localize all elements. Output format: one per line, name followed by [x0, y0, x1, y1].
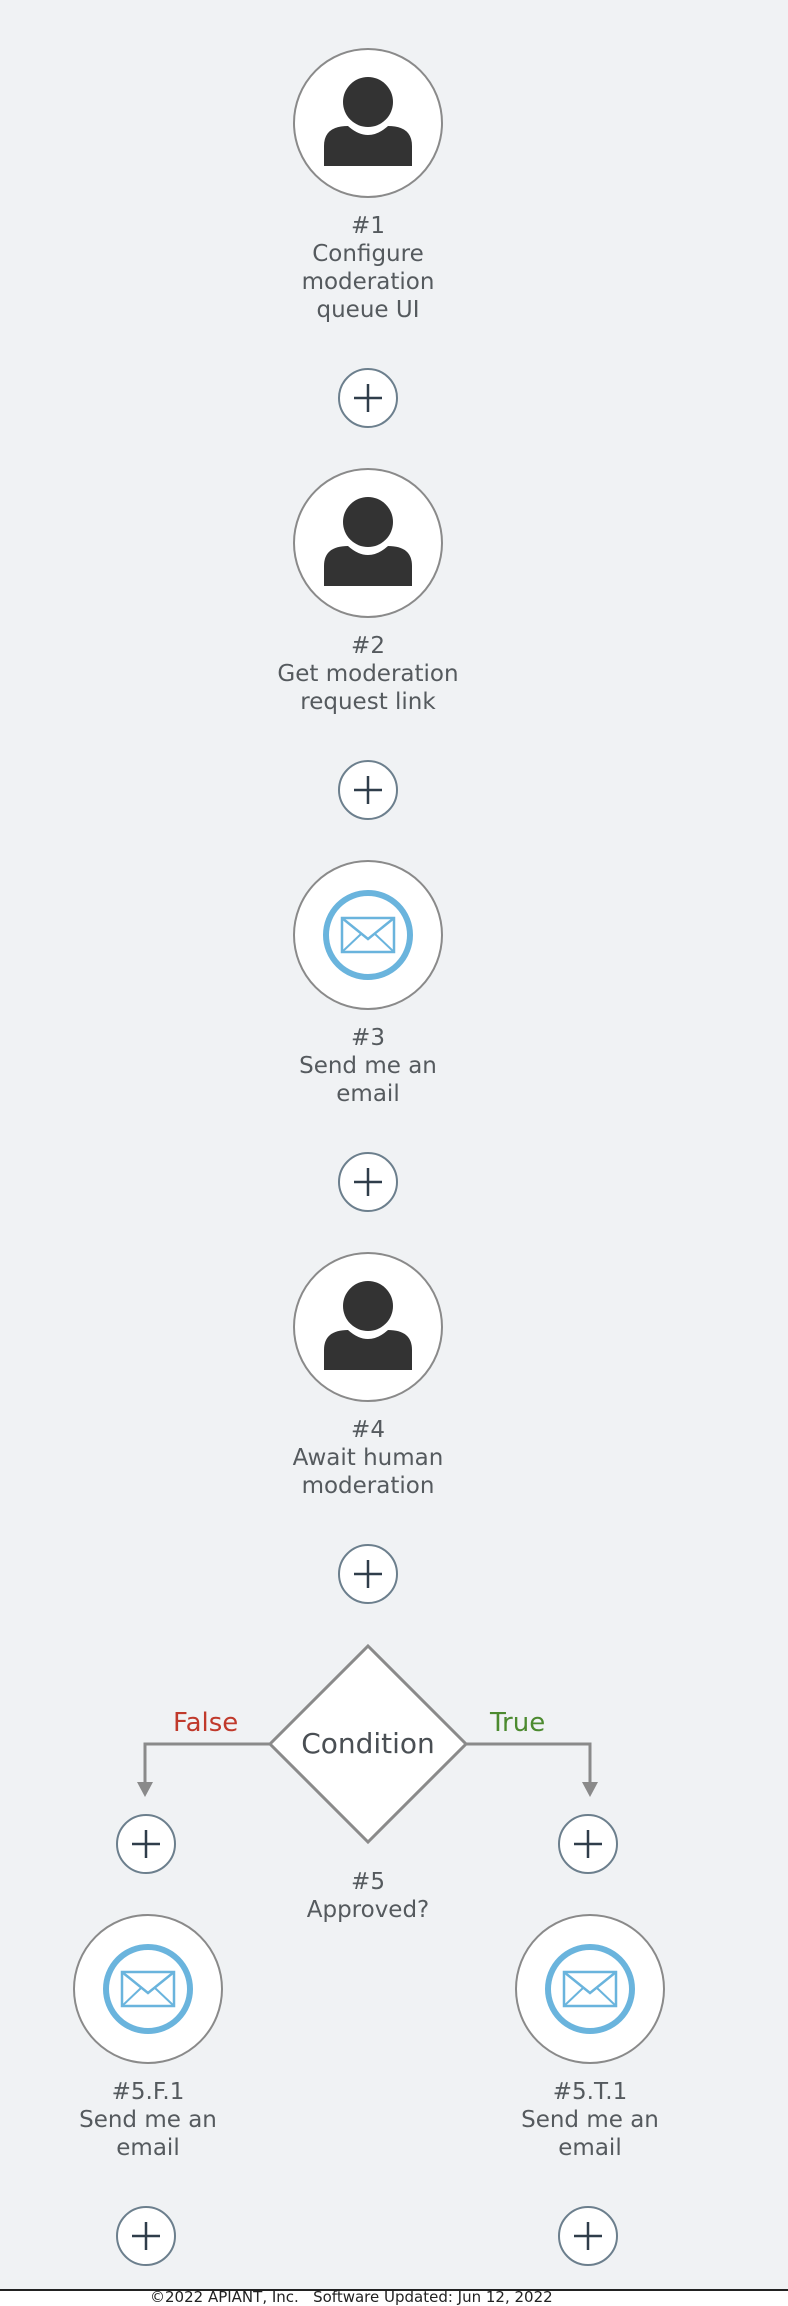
add-step-button-4[interactable] — [338, 1544, 398, 1604]
person-icon — [324, 77, 412, 166]
step-4-number: #4 — [351, 1417, 385, 1443]
step-5t1-node[interactable] — [515, 1914, 665, 2064]
step-2-title-line-1: Get moderation — [277, 661, 459, 687]
condition-text[interactable]: Condition — [301, 1727, 435, 1760]
step-5f1-node[interactable] — [73, 1914, 223, 2064]
step-2-node[interactable] — [293, 468, 443, 618]
step-1-title-line-2: moderation — [301, 269, 435, 295]
email-icon — [103, 1944, 193, 2034]
person-icon — [324, 497, 412, 586]
add-step-button-3[interactable] — [338, 1152, 398, 1212]
step-3-label: #3 Send me an email — [248, 1024, 488, 1108]
true-connector — [466, 1742, 592, 1785]
plus-icon — [354, 776, 382, 804]
step-2-label: #2 Get moderation request link — [248, 632, 488, 716]
step-5-label: #5 Approved? — [248, 1868, 488, 1924]
step-5-title: Approved? — [306, 1897, 430, 1923]
step-5f1-circle[interactable] — [73, 1914, 223, 2064]
step-3-circle[interactable] — [293, 860, 443, 1010]
step-2-circle[interactable] — [293, 468, 443, 618]
step-5f1-title-line-2: email — [116, 2135, 180, 2161]
email-icon — [545, 1944, 635, 2034]
plus-icon — [574, 1830, 602, 1858]
true-branch-label: True — [490, 1708, 546, 1738]
step-4-node[interactable] — [293, 1252, 443, 1402]
footer-copyright: ©2022 APIANT, Inc. Software Updated: Jun… — [150, 2288, 553, 2306]
step-1-label: #1 Configure moderation queue UI — [248, 212, 488, 324]
step-4-title-line-2: moderation — [301, 1473, 435, 1499]
step-5t1-title-line-2: email — [558, 2135, 622, 2161]
step-4-title-line-1: Await human — [292, 1445, 444, 1471]
false-connector — [143, 1742, 270, 1785]
add-step-button-2[interactable] — [338, 760, 398, 820]
add-step-button-1[interactable] — [338, 368, 398, 428]
step-5f1-number: #5.F.1 — [111, 2079, 185, 2105]
step-5t1-circle[interactable] — [515, 1914, 665, 2064]
plus-icon — [132, 2222, 160, 2250]
add-step-after-5f1-button[interactable] — [116, 2206, 176, 2266]
add-false-branch-button[interactable] — [116, 1814, 176, 1874]
add-true-branch-button[interactable] — [558, 1814, 618, 1874]
plus-icon — [354, 1560, 382, 1588]
step-3-node[interactable] — [293, 860, 443, 1010]
person-icon — [324, 1281, 412, 1370]
step-1-circle[interactable] — [293, 48, 443, 198]
plus-icon — [132, 1830, 160, 1858]
step-5t1-number: #5.T.1 — [552, 2079, 628, 2105]
step-4-circle[interactable] — [293, 1252, 443, 1402]
plus-icon — [354, 1168, 382, 1196]
step-1-number: #1 — [351, 213, 385, 239]
plus-icon — [354, 384, 382, 412]
true-arrow-head — [582, 1782, 598, 1797]
step-4-label: #4 Await human moderation — [248, 1416, 488, 1500]
email-icon — [323, 890, 413, 980]
step-3-title-line-2: email — [336, 1081, 400, 1107]
step-5t1-label: #5.T.1 Send me an email — [470, 2078, 710, 2162]
false-branch-label: False — [173, 1708, 239, 1738]
step-1-node[interactable] — [293, 48, 443, 198]
step-5-number: #5 — [351, 1869, 385, 1895]
step-1-title-line-1: Configure — [312, 241, 424, 267]
step-3-title-line-1: Send me an — [299, 1053, 437, 1079]
step-1-title-line-3: queue UI — [316, 297, 420, 323]
add-step-after-5t1-button[interactable] — [558, 2206, 618, 2266]
false-arrow-head — [137, 1782, 153, 1797]
condition-diamond — [267, 1643, 469, 1845]
step-2-title-line-2: request link — [300, 689, 436, 715]
step-5t1-title-line-1: Send me an — [521, 2107, 659, 2133]
footer-bar: ©2022 APIANT, Inc. Software Updated: Jun… — [0, 2289, 788, 2306]
step-2-number: #2 — [351, 633, 385, 659]
step-5f1-title-line-1: Send me an — [79, 2107, 217, 2133]
step-5f1-label: #5.F.1 Send me an email — [28, 2078, 268, 2162]
step-3-number: #3 — [351, 1025, 385, 1051]
plus-icon — [574, 2222, 602, 2250]
